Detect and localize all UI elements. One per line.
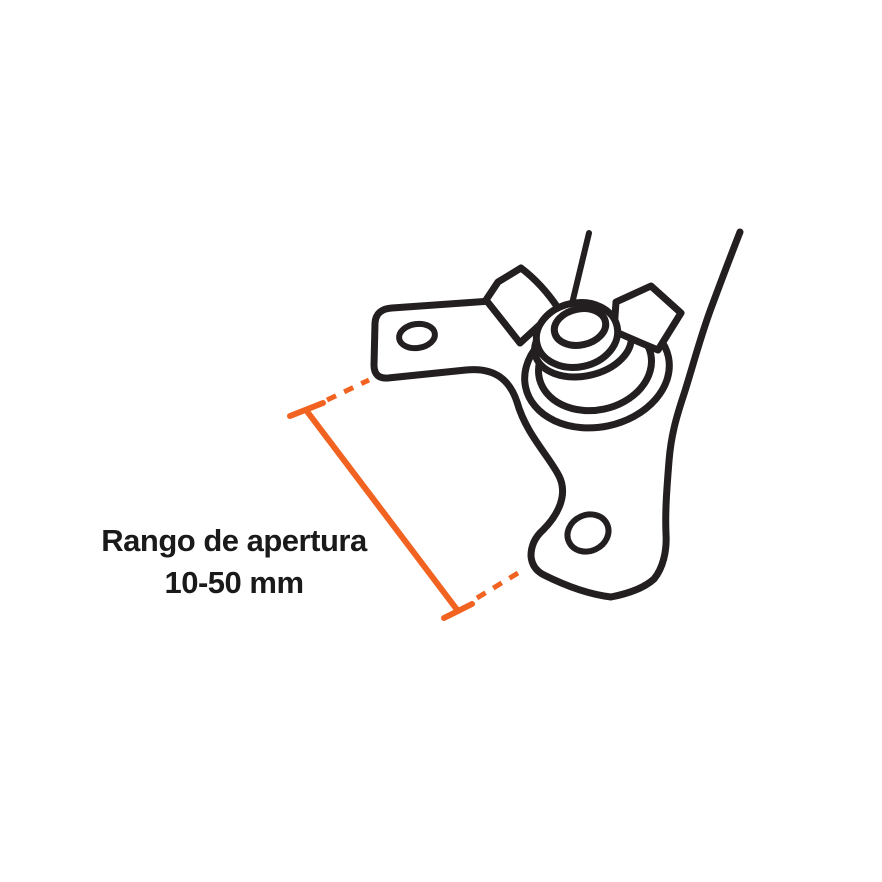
clamp-body-outline: [370, 228, 744, 601]
dimension-indicator: [287, 377, 525, 621]
caption-line-2: 10-50 mm: [164, 565, 304, 600]
wing-nut-top-face: [550, 305, 610, 349]
dimension-caption: Rango de apertura 10-50 mm: [95, 520, 373, 604]
wing-nut-group: [482, 264, 685, 371]
dimension-extension-dashes-top: [325, 377, 371, 403]
clamp-body-group: [370, 228, 744, 601]
dimension-end-tick-bottom: [441, 601, 475, 621]
bar-hole: [396, 320, 438, 352]
caption-line-1: Rango de apertura: [101, 523, 367, 558]
body-hole: [564, 511, 612, 555]
dimension-main-line: [303, 407, 461, 614]
dimension-extension-dashes-bottom: [475, 567, 525, 601]
dimension-end-tick-top: [287, 400, 326, 419]
screw-rod-line: [568, 230, 592, 311]
